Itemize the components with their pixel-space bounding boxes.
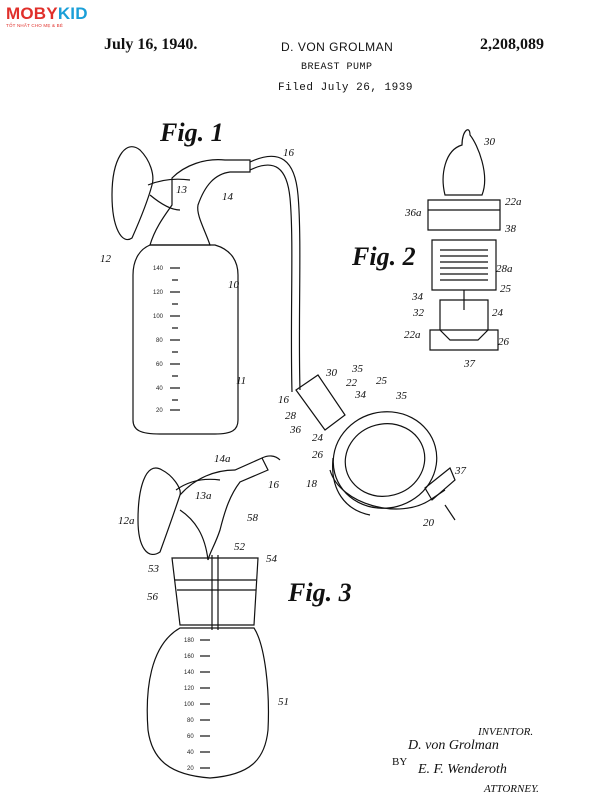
fig2-collar <box>431 239 497 291</box>
by-label: BY <box>392 756 408 768</box>
fig3-tick-180: 180 <box>184 638 195 644</box>
ref-38: 38 <box>504 223 517 235</box>
ref-26: 26 <box>498 336 510 348</box>
fig1-scale-numerals: 140 120 100 80 60 40 20 <box>153 266 164 414</box>
fig1-tick-20: 20 <box>156 408 163 414</box>
ref-36a: 36a <box>404 207 422 219</box>
ref-37: 37 <box>463 358 476 370</box>
ref-22: 22 <box>346 377 358 389</box>
ref-34: 34 <box>411 291 424 303</box>
attorney-label: ATTORNEY. <box>484 783 539 795</box>
ref-30: 30 <box>483 136 496 148</box>
attorney-signature: E. F. Wenderoth <box>418 762 507 777</box>
ref-24-b: 24 <box>312 432 324 444</box>
fig2-nipple <box>442 129 486 196</box>
ref-16-b: 16 <box>278 394 290 406</box>
fig3-label: Fig. 3 <box>288 578 352 607</box>
ref-12a: 12a <box>118 515 135 527</box>
fig3-pump-body <box>179 457 269 561</box>
fig1-connector <box>295 374 346 431</box>
ref-25: 25 <box>500 283 512 295</box>
ref-25-b: 25 <box>376 375 388 387</box>
ref-26-b: 26 <box>312 449 324 461</box>
bulb-reference-numerals: 30 35 22 25 16 34 35 28 36 24 26 18 37 2… <box>278 363 467 529</box>
fig1-tick-140: 140 <box>153 266 164 272</box>
ref-35-b: 35 <box>395 390 408 402</box>
ref-51: 51 <box>278 696 289 708</box>
ref-18: 18 <box>306 478 318 490</box>
ref-16-c: 16 <box>268 479 280 491</box>
brand-logo[interactable]: MOBYKID TỐT NHẤT CHO MẸ & BÉ <box>6 4 88 40</box>
inventor-signature: D. von Grolman <box>408 738 499 753</box>
ref-37-b: 37 <box>454 465 467 477</box>
fig3-breast-shield <box>137 467 181 555</box>
fig1-scale-marks <box>170 267 180 411</box>
fig1-squeeze-bulb <box>332 411 438 509</box>
fig1-pump-body <box>149 159 251 246</box>
fig3-tick-20: 20 <box>187 766 194 772</box>
ref-54: 54 <box>266 553 278 565</box>
fig3-bottle <box>146 627 270 779</box>
ref-52: 52 <box>234 541 246 553</box>
fig1-tube <box>249 155 301 391</box>
fig3-scale-numerals: 180 160 140 120 100 80 60 40 20 <box>184 638 195 772</box>
fig1-tick-40: 40 <box>156 386 163 392</box>
fig1-breast-shield <box>111 146 154 241</box>
fig3-tick-40: 40 <box>187 750 194 756</box>
ref-11: 11 <box>236 375 246 387</box>
ref-53: 53 <box>148 563 160 575</box>
fig1-tick-100: 100 <box>153 314 164 320</box>
ref-24: 24 <box>492 307 504 319</box>
fig3-tick-60: 60 <box>187 734 194 740</box>
ref-28: 28 <box>285 410 297 422</box>
ref-13a: 13a <box>195 490 212 502</box>
ref-28a: 28a <box>496 263 513 275</box>
brand-logo-text: MOBYKID <box>6 4 88 23</box>
fig1-reference-numerals: 16 13 14 12 10 11 <box>100 147 295 387</box>
patent-title: BREAST PUMP <box>301 62 373 73</box>
ref-10: 10 <box>228 279 240 291</box>
brand-tagline: TỐT NHẤT CHO MẸ & BÉ <box>6 23 64 28</box>
ref-30-b: 30 <box>325 367 338 379</box>
fig1-bottle <box>132 244 239 435</box>
fig3-reference-numerals: 14a 16 13a 12a 58 52 54 53 56 51 <box>118 453 289 708</box>
fig1-strap <box>329 469 446 510</box>
ref-16: 16 <box>283 147 295 159</box>
fig3-tick-100: 100 <box>184 702 195 708</box>
ref-14a: 14a <box>214 453 231 465</box>
ref-22a-top: 22a <box>505 196 522 208</box>
ref-36: 36 <box>289 424 302 436</box>
fig3-tick-80: 80 <box>187 718 194 724</box>
filed-date: Filed July 26, 1939 <box>278 82 413 94</box>
fig2-cap <box>427 199 501 231</box>
ref-20: 20 <box>423 517 435 529</box>
ref-22a-bottom: 22a <box>404 329 421 341</box>
fig3-collar <box>171 557 259 626</box>
fig1-label: Fig. 1 <box>160 118 224 147</box>
patent-number: 2,208,089 <box>480 36 544 53</box>
ref-56: 56 <box>147 591 159 603</box>
fig3-tick-160: 160 <box>184 654 195 660</box>
fig1-tick-80: 80 <box>156 338 163 344</box>
fig3-tick-140: 140 <box>184 670 195 676</box>
fig1-tick-60: 60 <box>156 362 163 368</box>
ref-12: 12 <box>100 253 112 265</box>
fig3-scale-marks <box>200 639 210 769</box>
ref-58: 58 <box>247 512 259 524</box>
fig1-tick-120: 120 <box>153 290 164 296</box>
inventor-label: INVENTOR. <box>478 726 534 738</box>
ref-32: 32 <box>412 307 425 319</box>
inventor-name-header: D. VON GROLMAN <box>281 40 394 54</box>
ref-14: 14 <box>222 191 234 203</box>
ref-34-b: 34 <box>354 389 367 401</box>
ref-13: 13 <box>176 184 188 196</box>
patent-date: July 16, 1940. <box>104 36 198 53</box>
fig3-tick-120: 120 <box>184 686 195 692</box>
ref-35-a: 35 <box>351 363 364 375</box>
fig2-reference-numerals: 30 22a 36a 38 28a 25 34 32 24 22a 26 37 <box>404 136 522 370</box>
fig2-label: Fig. 2 <box>352 242 416 271</box>
